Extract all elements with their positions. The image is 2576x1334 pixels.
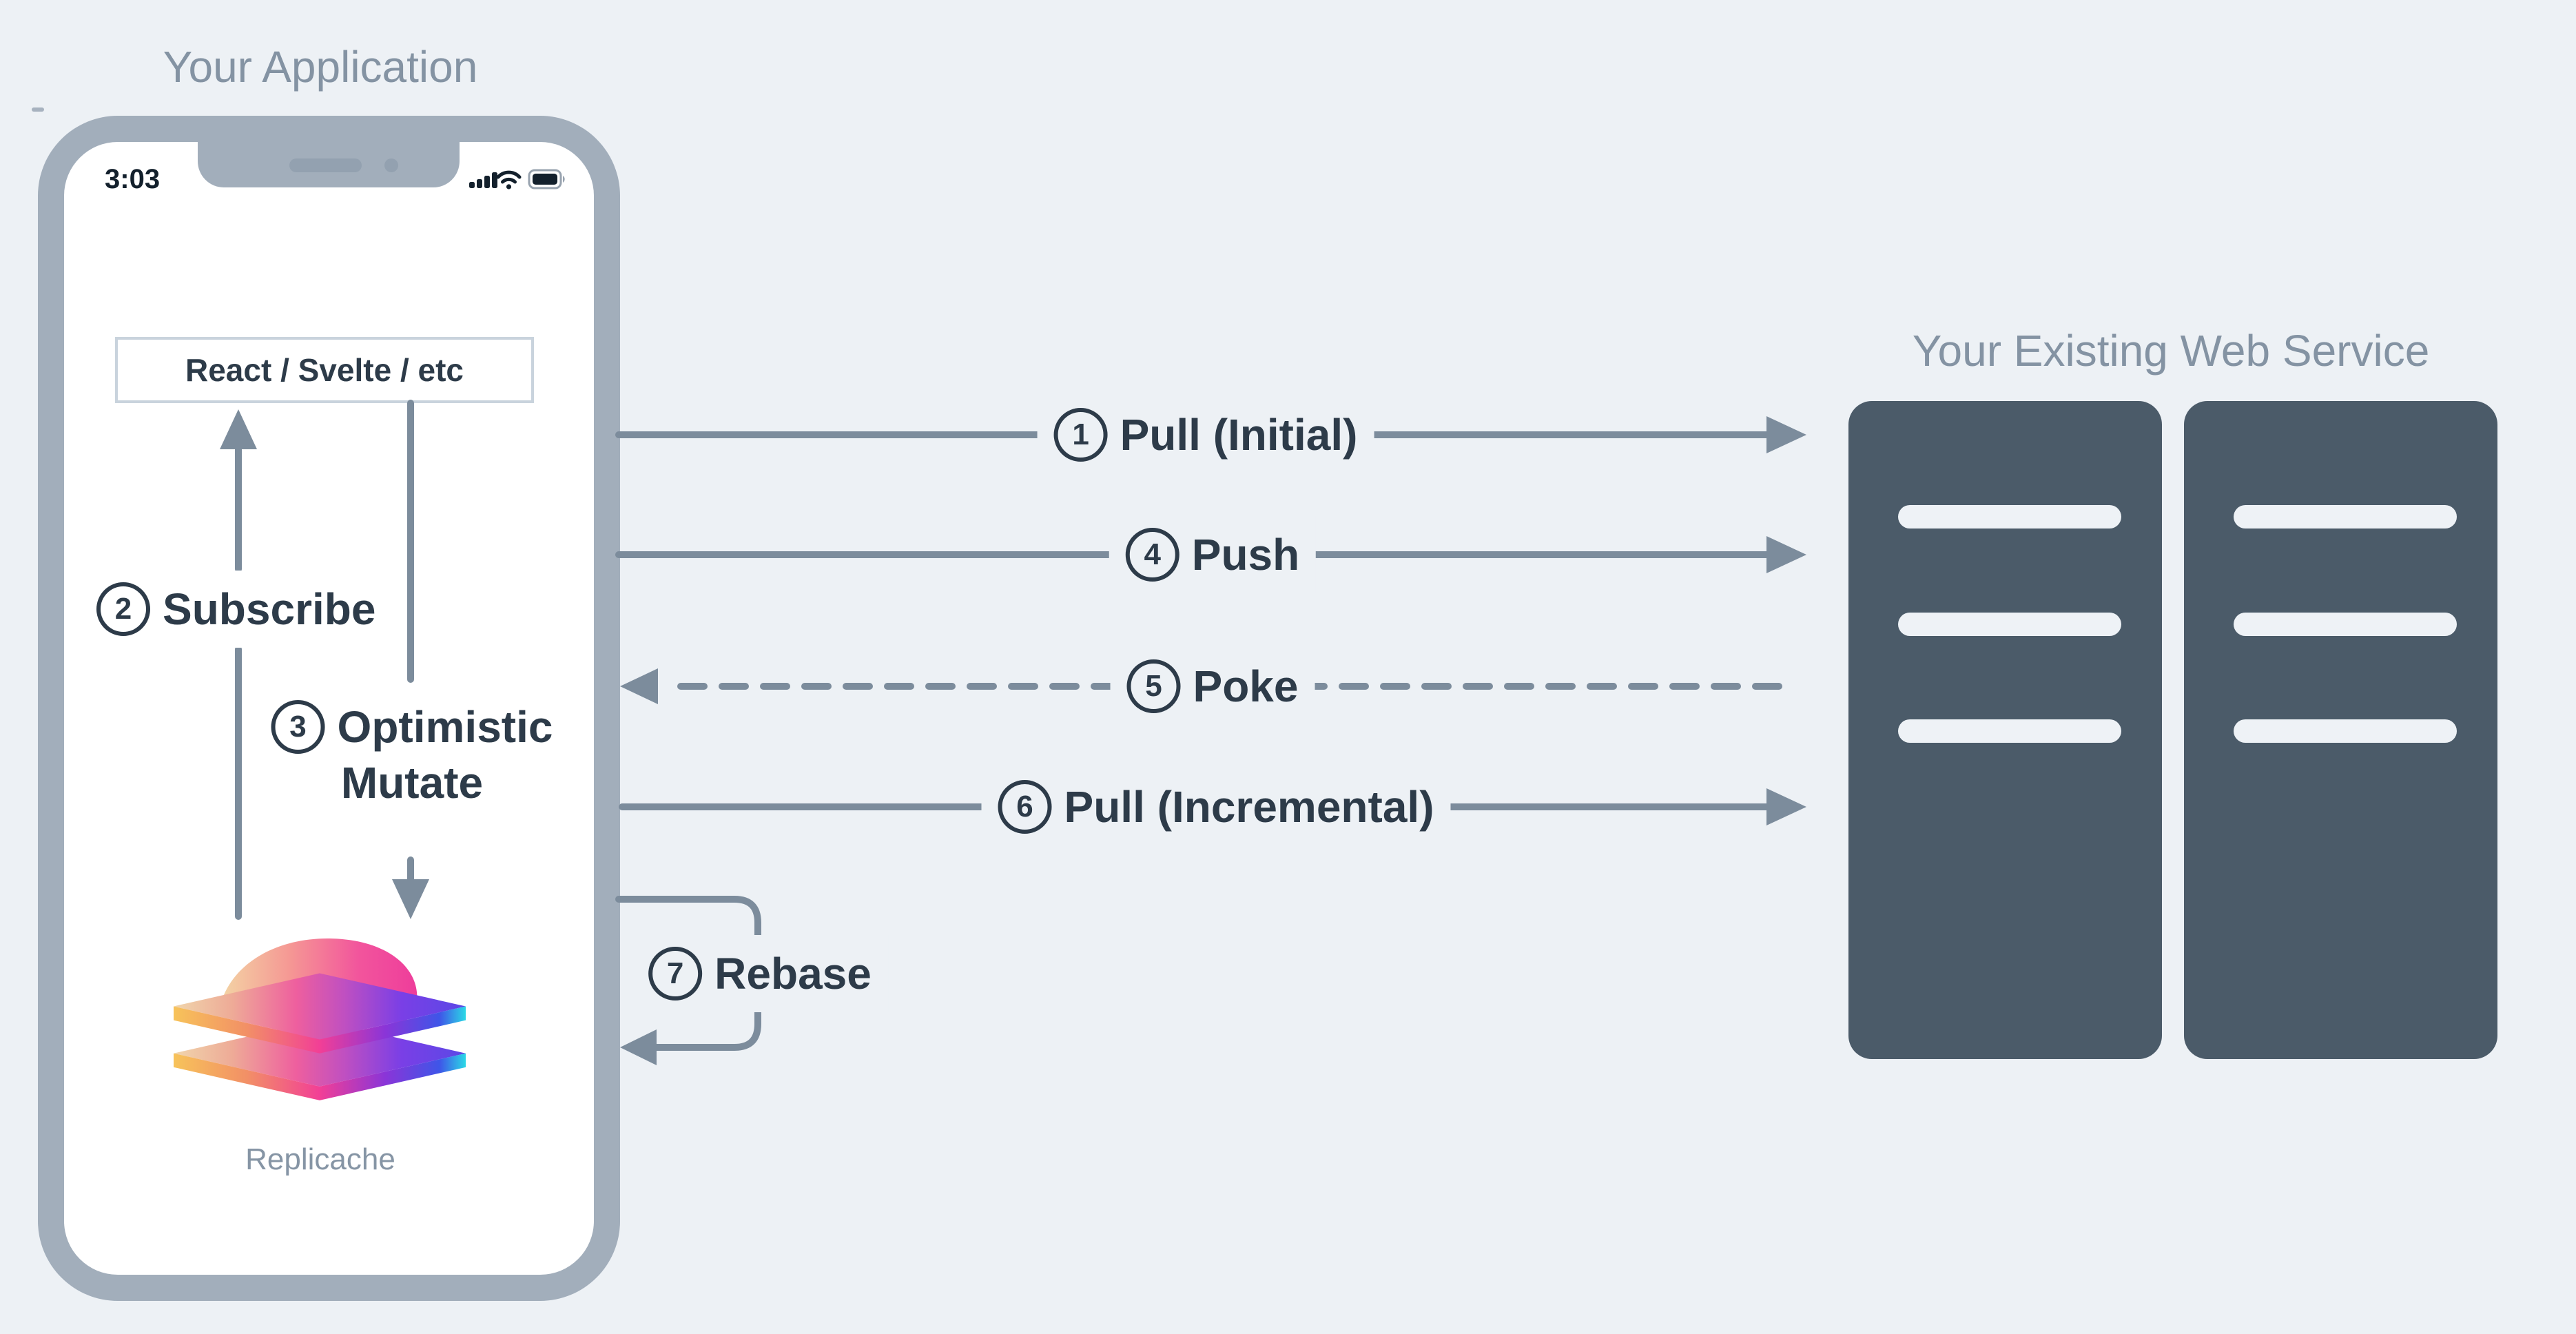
- wifi-icon: [496, 170, 522, 189]
- server-slot: [1898, 719, 2121, 743]
- phone-speaker-icon: [289, 158, 362, 172]
- stray-dash: [32, 107, 44, 112]
- flow-label-text: Poke: [1193, 661, 1299, 711]
- flow-label-text: Optimistic: [337, 702, 553, 752]
- phone-camera-icon: [384, 158, 398, 172]
- flow-label-subscribe: 2 Subscribe: [96, 571, 394, 648]
- arrow-right-icon: [1766, 536, 1806, 573]
- arrow-down-icon: [392, 879, 429, 919]
- flow-label-optimistic-mutate: 3 Optimistic Mutate: [256, 692, 568, 813]
- flow-label-push: 4 Push: [1109, 516, 1317, 593]
- server-slot: [1898, 613, 2121, 636]
- flow-number-badge: 1: [1053, 408, 1108, 462]
- status-bar-icons: [469, 169, 565, 189]
- server-tower-1: [1848, 401, 2162, 1059]
- flow-number-badge: 5: [1126, 659, 1181, 713]
- server-slot: [1898, 505, 2121, 529]
- connector-rebase: [615, 896, 761, 1065]
- left-title: Your Application: [163, 42, 478, 92]
- arrow-right-icon: [1766, 416, 1806, 453]
- flow-label-pull-initial: 1 Pull (Initial): [1037, 396, 1374, 473]
- flow-label-text: Pull (Initial): [1120, 410, 1358, 460]
- cellular-signal-icon: [469, 172, 497, 188]
- flow-label-pull-incremental: 6 Pull (Incremental): [981, 768, 1451, 845]
- framework-box: React / Svelte / etc: [115, 337, 534, 403]
- flow-number-badge: 3: [271, 700, 325, 754]
- flow-number-badge: 7: [648, 947, 703, 1000]
- arrow-left-icon: [620, 1029, 657, 1065]
- flow-label-text: Pull (Incremental): [1064, 782, 1434, 832]
- logo-label: Replicache: [245, 1142, 395, 1176]
- server-slot: [2234, 505, 2457, 529]
- connector-optimistic-mutate: [392, 400, 429, 919]
- flow-number-badge: 4: [1125, 528, 1179, 582]
- replicache-logo: [174, 938, 466, 1100]
- arrow-left-icon: [620, 668, 658, 704]
- server-slot: [2234, 613, 2457, 636]
- flow-label-text: Push: [1191, 530, 1300, 579]
- flow-label-text: Mutate: [340, 758, 484, 808]
- server-slot: [2234, 719, 2457, 743]
- battery-icon: [528, 169, 565, 189]
- arrow-right-icon: [1766, 788, 1806, 825]
- right-title: Your Existing Web Service: [1912, 326, 2430, 376]
- status-bar-time: 3:03: [105, 164, 161, 194]
- connector-subscribe: [220, 409, 257, 920]
- arrow-up-icon: [220, 409, 257, 449]
- logo-bottom-layer: [174, 1020, 466, 1100]
- flow-label-rebase: 7 Rebase: [632, 935, 888, 1012]
- server-tower-2: [2184, 401, 2497, 1059]
- flow-label-text: Subscribe: [163, 584, 376, 634]
- flow-label-text: Rebase: [714, 949, 872, 998]
- flow-number-badge: 2: [96, 582, 150, 636]
- flow-number-badge: 6: [998, 780, 1052, 834]
- flow-label-poke: 5 Poke: [1110, 648, 1315, 725]
- logo-top-layer: [174, 973, 466, 1054]
